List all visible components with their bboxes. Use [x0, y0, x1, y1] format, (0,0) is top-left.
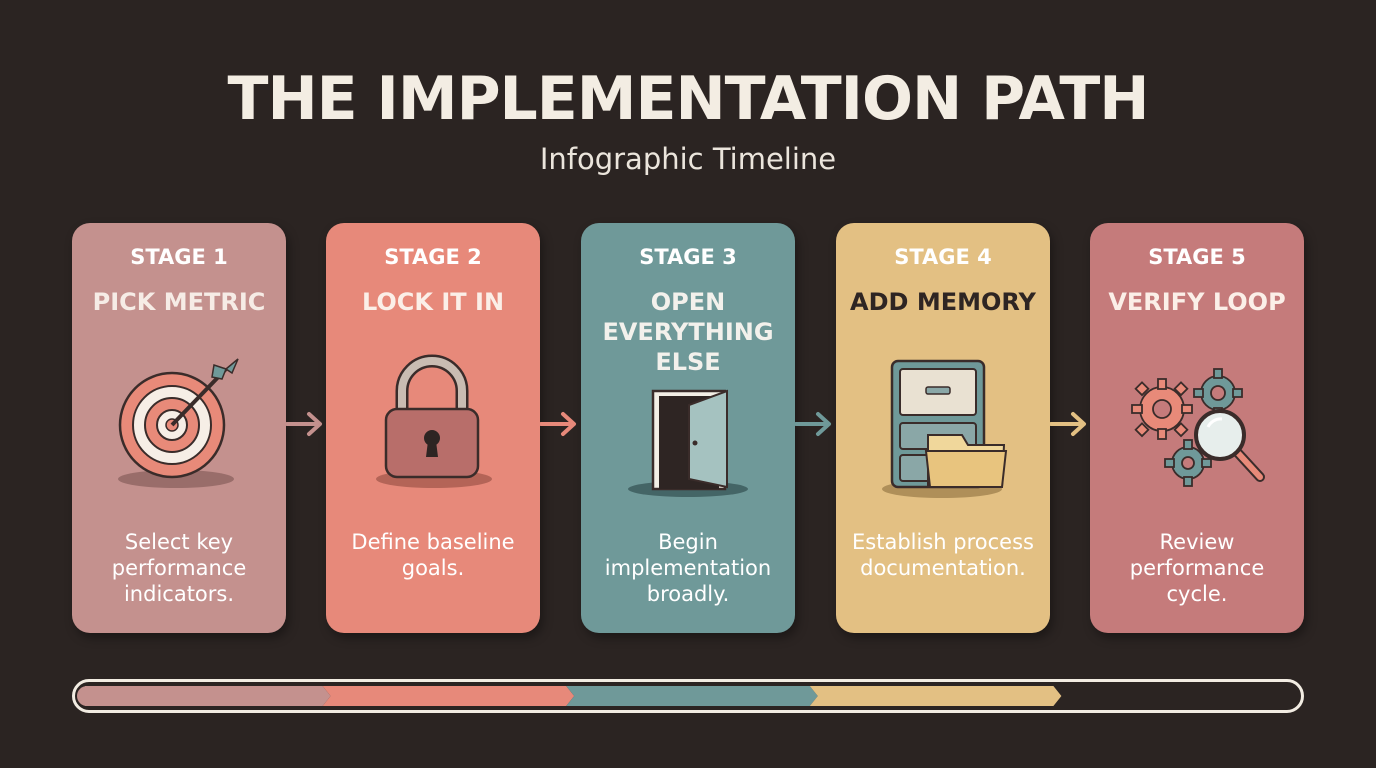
stage-description: Begin implementation broadly.	[604, 530, 772, 606]
stage-description: Select key performance indicators.	[111, 530, 247, 606]
stage-title: ADD MEMORY	[850, 288, 1036, 316]
stage-label: STAGE 1	[130, 245, 228, 269]
stage-title: VERIFY LOOP	[1108, 288, 1286, 316]
progress-segments	[77, 686, 1062, 706]
progress-bar	[72, 679, 1304, 713]
stage-card-4: STAGE 4 ADD MEMORY Establish process doc…	[836, 223, 1050, 633]
stage-card-5: STAGE 5 VERIFY LOOP	[1090, 223, 1304, 633]
stage-label: STAGE 4	[894, 245, 992, 269]
stage-label: STAGE 5	[1148, 245, 1246, 269]
progress-segment-1	[85, 686, 331, 706]
gears-magnifier-icon	[1120, 351, 1270, 501]
arrow-right-icon	[539, 412, 576, 436]
arrow-right-icon	[285, 412, 322, 436]
page-subtitle: Infographic Timeline	[539, 142, 837, 176]
progress-segment-2	[322, 686, 575, 706]
padlock-icon	[368, 351, 498, 501]
target-icon	[114, 351, 244, 501]
filing-cabinet-icon	[878, 351, 1008, 501]
stage-title: PICK METRIC	[92, 288, 266, 316]
page-title: THE IMPLEMENTATION PATH	[227, 64, 1150, 134]
stage-description: Review performance cycle.	[1129, 530, 1265, 606]
stage-description: Define baseline goals.	[351, 530, 515, 580]
progress-segment-4	[809, 686, 1062, 706]
open-door-icon	[623, 383, 753, 503]
progress-segment-3	[566, 686, 818, 706]
stage-title: OPEN EVERYTHING ELSE	[602, 288, 774, 376]
stage-card-1: STAGE 1 PICK METRIC Select key performan…	[72, 223, 286, 633]
stage-label: STAGE 2	[384, 245, 482, 269]
arrow-right-icon	[794, 412, 831, 436]
stage-label: STAGE 3	[639, 245, 737, 269]
stage-title: LOCK IT IN	[361, 288, 505, 316]
stage-card-3: STAGE 3 OPEN EVERYTHING ELSE Begin imple…	[581, 223, 795, 633]
stage-card-2: STAGE 2 LOCK IT IN Define baseline goals…	[326, 223, 540, 633]
arrow-right-icon	[1049, 412, 1086, 436]
stage-description: Establish process documentation.	[852, 530, 1034, 580]
